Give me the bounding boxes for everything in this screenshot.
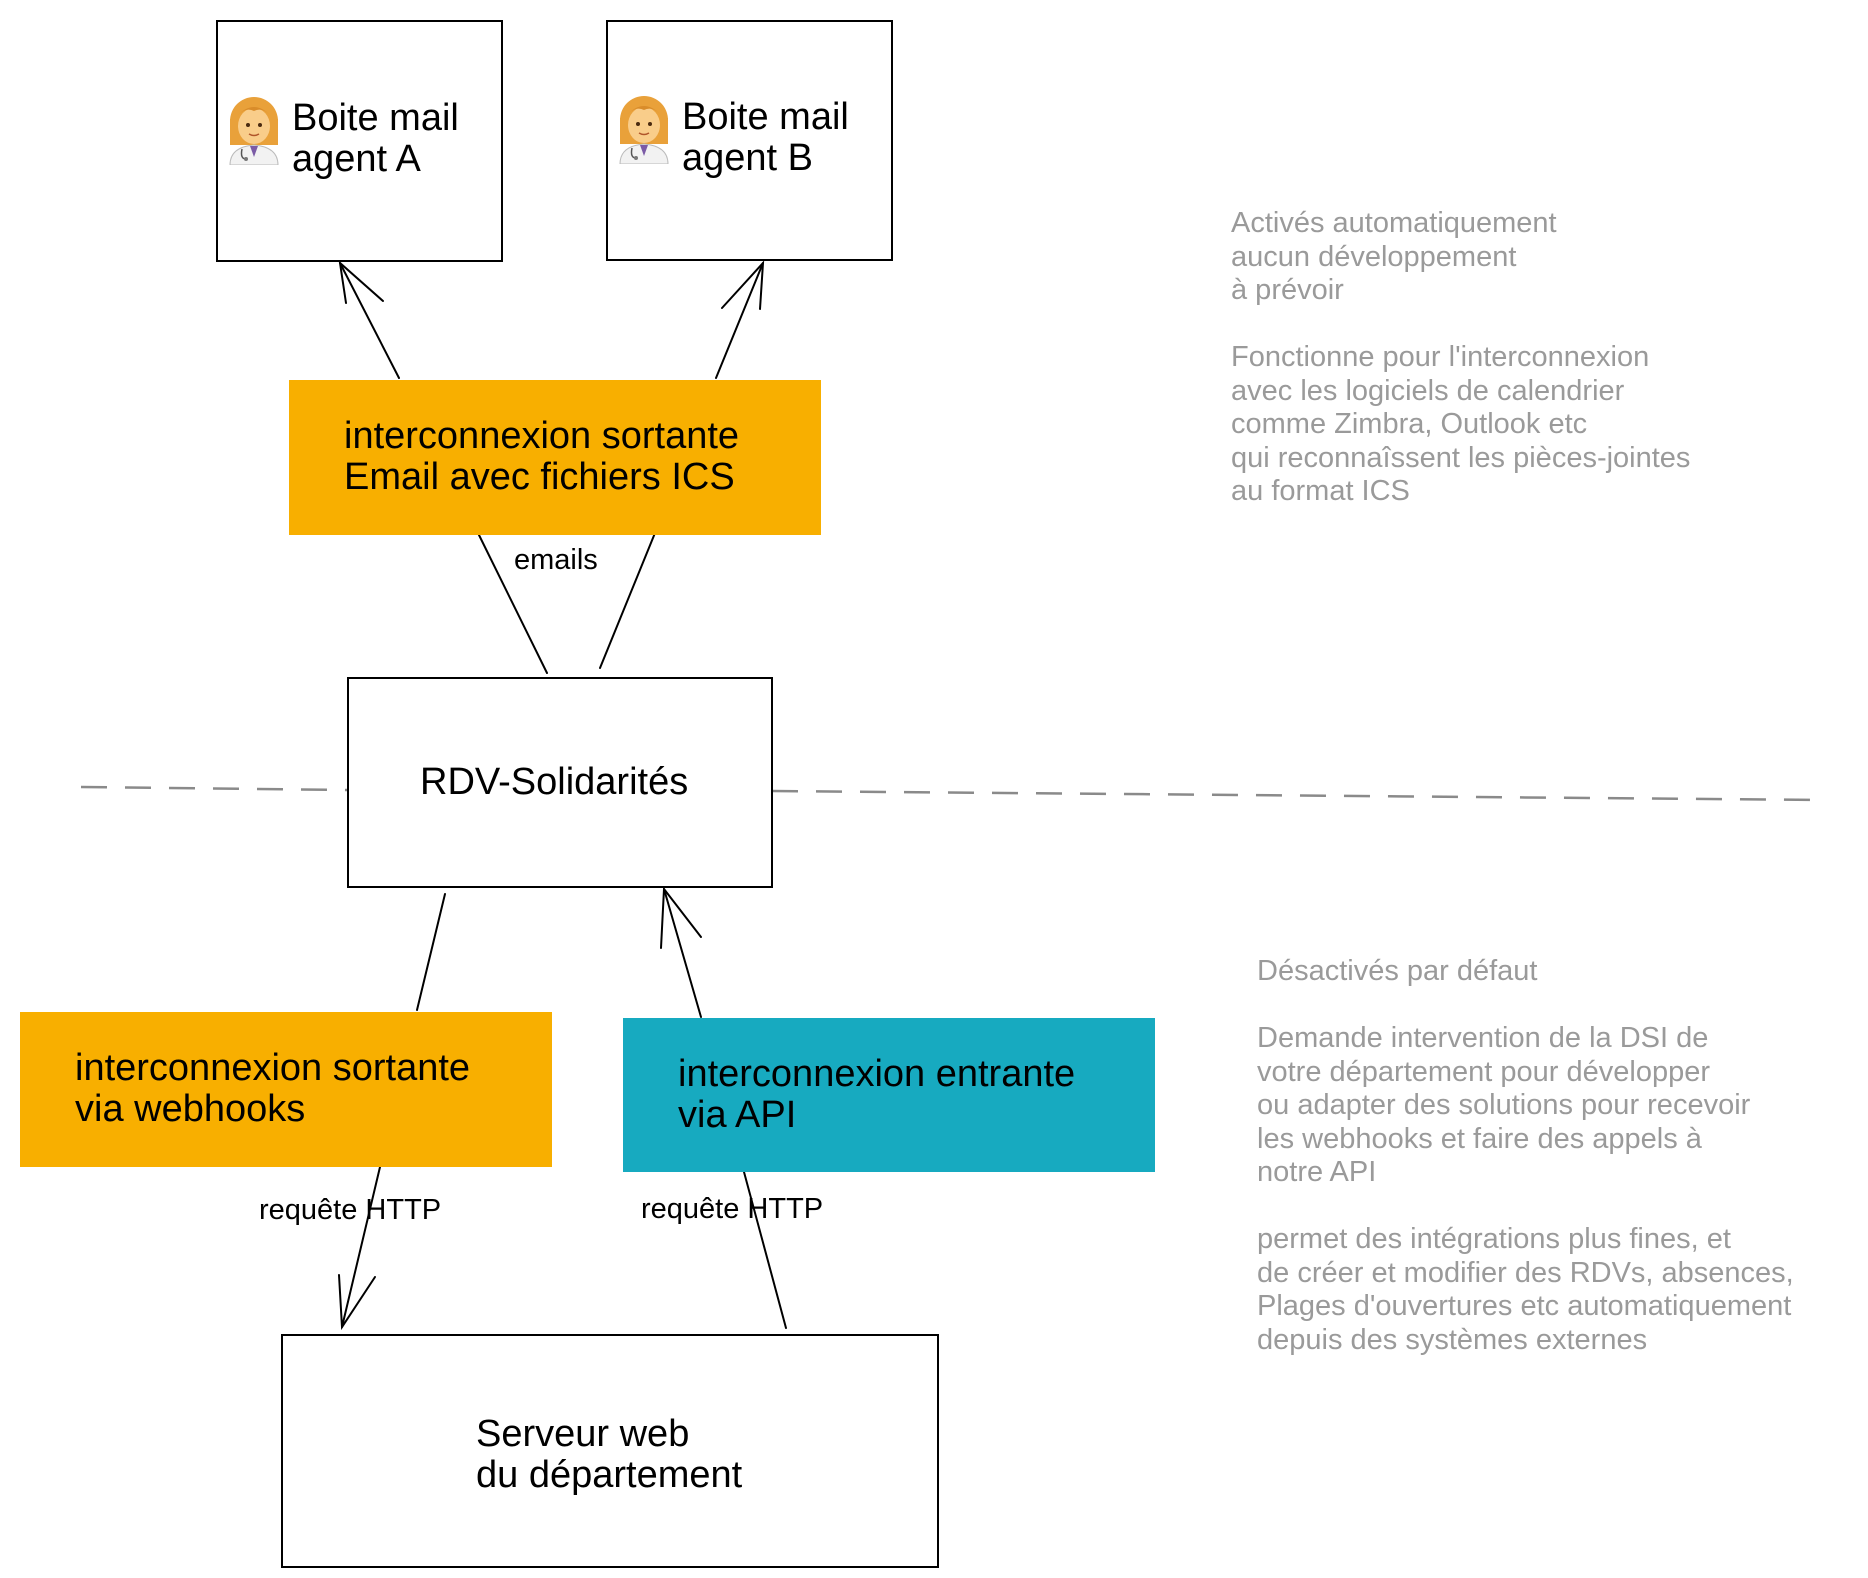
link-api-server <box>743 1171 787 1329</box>
api-label: interconnexion entrante via API <box>678 1053 1076 1136</box>
rdv-solidarites-label: RDV-Solidarités <box>420 761 689 803</box>
arrowhead-agent-a <box>338 260 384 304</box>
arrowhead-server <box>338 1274 376 1331</box>
woman-health-worker-icon <box>619 96 669 164</box>
arrow-to-agent-b <box>715 262 764 379</box>
department-web-server-box: Serveur web du département <box>281 1334 939 1568</box>
mailbox-agent-b: Boite mail agent B <box>606 20 893 261</box>
webhooks-label: interconnexion sortante via webhooks <box>75 1047 471 1130</box>
note-webhooks-api: Désactivés par défaut Demande interventi… <box>1257 955 1794 1356</box>
divider-line-left <box>80 785 349 792</box>
divider-line-right <box>771 789 1824 802</box>
webhooks-interconnection: interconnexion sortante via webhooks <box>20 1012 552 1167</box>
note-outgoing-email: Activés automatiquement aucun développem… <box>1231 207 1691 507</box>
arrowhead-agent-b <box>721 260 765 310</box>
email-ics-interconnection: interconnexion sortante Email avec fichi… <box>289 380 821 535</box>
woman-health-worker-icon <box>229 97 279 165</box>
arrowhead-rdv <box>660 886 702 949</box>
email-ics-label: interconnexion sortante Email avec fichi… <box>344 415 740 498</box>
edge-label-http-right: requête HTTP <box>641 1193 824 1225</box>
emails-link-left <box>477 532 548 674</box>
department-web-server-label: Serveur web du département <box>476 1413 743 1496</box>
arrow-webhooks-to-server <box>341 1166 381 1328</box>
rdv-solidarites-box: RDV-Solidarités <box>347 677 773 888</box>
edge-label-http-left: requête HTTP <box>259 1194 442 1226</box>
agent-b-label: Boite mail agent B <box>682 96 849 179</box>
link-rdv-webhooks <box>416 893 446 1011</box>
edge-label-emails: emails <box>514 544 598 576</box>
arrow-api-to-rdv <box>663 888 702 1018</box>
api-interconnection: interconnexion entrante via API <box>623 1018 1155 1172</box>
mailbox-agent-a: Boite mail agent A <box>216 20 503 262</box>
agent-a-label: Boite mail agent A <box>292 97 459 180</box>
emails-link-right <box>599 532 656 669</box>
arrow-to-agent-a <box>339 262 400 379</box>
